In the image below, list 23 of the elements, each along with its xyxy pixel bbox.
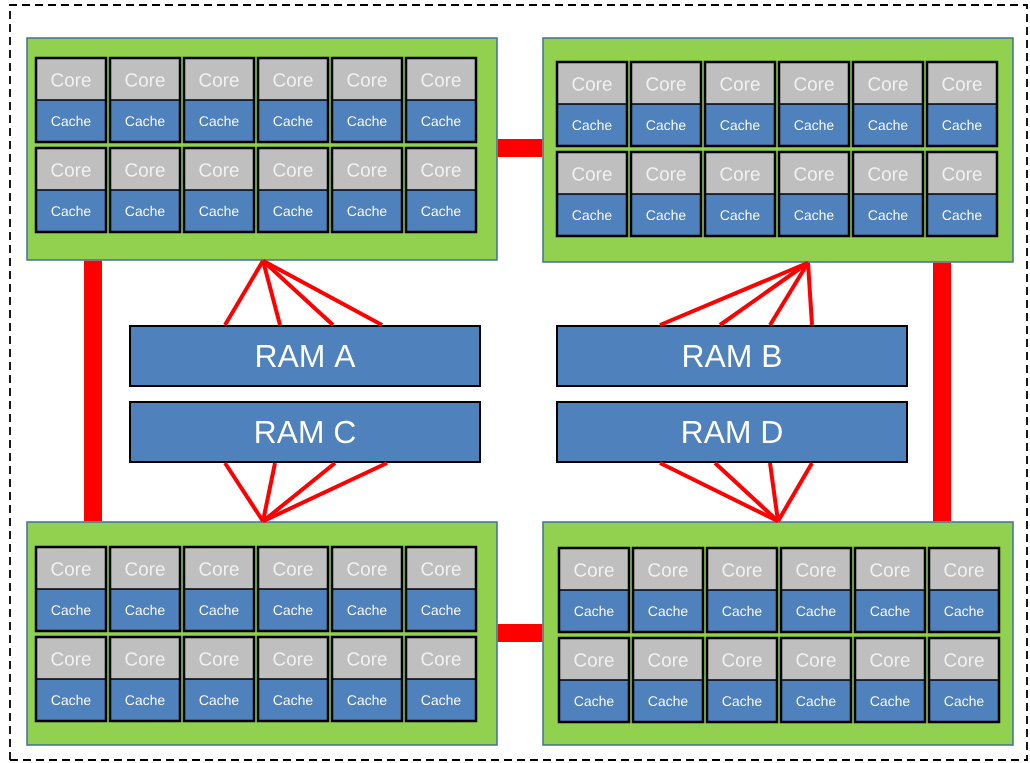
bus-bar [497,624,543,642]
memory-link [261,259,335,327]
memory-link [768,462,780,522]
ram-box: RAM C [129,401,481,463]
memory-link [223,259,265,326]
memory-link [806,262,814,326]
bus-bar [497,139,543,157]
bus-bar [933,262,951,522]
memory-link [223,461,265,523]
memory-link [718,261,810,327]
memory-link [262,461,388,524]
ram-box: RAM D [556,401,908,463]
dashed-boundary [9,4,1028,761]
bus-bar [84,260,102,522]
memory-link [261,462,277,522]
memory-link [261,260,282,326]
ram-box: RAM A [129,325,481,387]
memory-link [768,261,810,327]
ram-box: RAM B [556,325,908,387]
memory-link [261,461,337,523]
memory-link [262,259,383,327]
memory-link [713,461,780,523]
memory-link [776,462,814,523]
